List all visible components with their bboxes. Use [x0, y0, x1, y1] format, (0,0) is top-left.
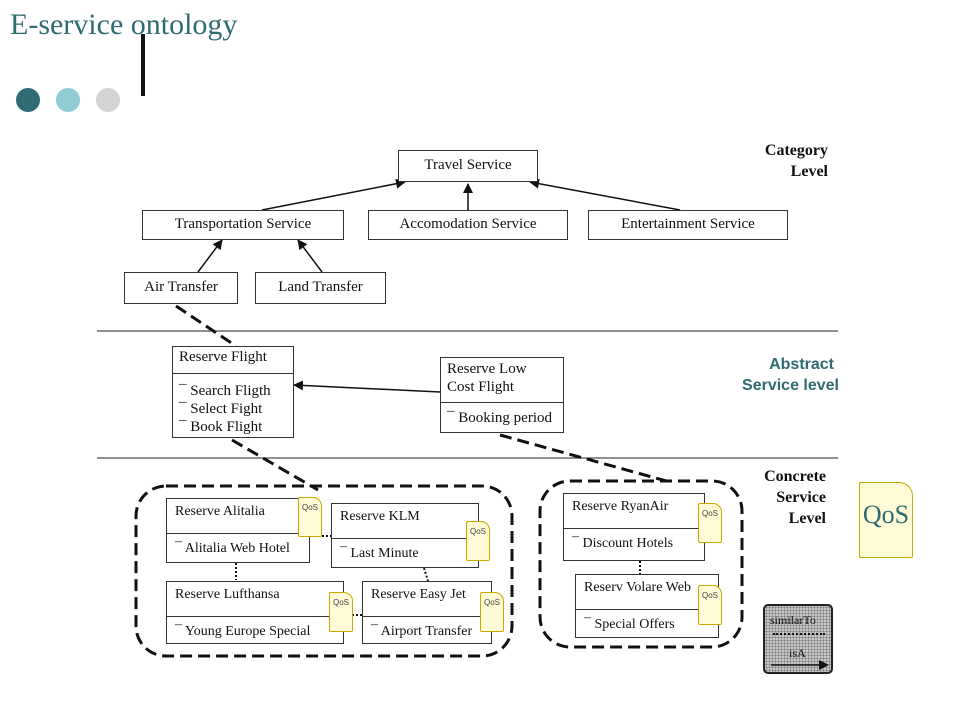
- node-reserve-klm: Reserve KLM ¯ Last Minute: [331, 503, 479, 568]
- isa-edge-land-transportation: [297, 239, 323, 273]
- category-level-label: Category Level: [764, 142, 828, 180]
- node-land-transfer: Land Transfer: [255, 272, 386, 304]
- legend-is-a: isA: [789, 646, 806, 660]
- node-reserve-low-cost-flight: Reserve Low Cost Flight ¯ Booking period: [440, 357, 564, 433]
- title-divider: [141, 34, 145, 96]
- node-reserve-flight: Reserve Flight ¯ Search Fligth ¯ Select …: [172, 346, 294, 438]
- similar-edge-klm-easyjet: [423, 567, 429, 582]
- node-reserve-easy-jet: Reserve Easy Jet ¯ Airport Transfer: [362, 581, 492, 644]
- node-entertainment-service: Entertainment Service: [588, 210, 788, 240]
- isa-edge-entertainment-travel: [529, 178, 681, 211]
- legend-similar-to: similarTo: [770, 613, 816, 627]
- reserve-flight-operations: ¯ Search Fligth ¯ Select Fight ¯ Book Fl…: [173, 373, 293, 437]
- qos-tag-volare: QoS: [698, 585, 722, 625]
- decor-dot-light: [56, 88, 80, 112]
- dashed-edge-reserveflight-group1: [231, 438, 319, 492]
- node-travel-service: Travel Service: [398, 150, 538, 182]
- decor-dot-grey: [96, 88, 120, 112]
- node-reserve-alitalia: Reserve Alitalia ¯ Alitalia Web Hotel: [166, 498, 310, 563]
- dashed-edge-lowcost-group2: [499, 433, 671, 484]
- node-reserve-lufthansa: Reserve Lufthansa ¯ Young Europe Special: [166, 581, 344, 644]
- concrete-group-left: [134, 484, 514, 658]
- qos-legend-tag: QoS: [859, 482, 913, 558]
- slide-title: E-service ontology: [10, 8, 238, 41]
- node-reserv-volare-web: Reserv Volare Web ¯ Special Offers: [575, 574, 719, 638]
- abstract-level-label: Abstract Service level: [742, 356, 839, 394]
- legend-isa-arrow: [771, 660, 829, 670]
- isa-edge-transportation-travel: [261, 178, 406, 211]
- qos-tag-ryanair: QoS: [698, 503, 722, 543]
- reserve-low-cost-operations: ¯ Booking period: [441, 402, 563, 429]
- concrete-level-label: Concrete Service Level: [764, 468, 826, 527]
- decor-dot-dark: [16, 88, 40, 112]
- qos-tag-lufthansa: QoS: [329, 592, 353, 632]
- concrete-group-right: [538, 479, 744, 649]
- node-air-transfer: Air Transfer: [124, 272, 238, 304]
- isa-edge-lowcost-reserveflight: [293, 380, 441, 393]
- qos-tag-klm: QoS: [466, 521, 490, 561]
- qos-tag-easyjet: QoS: [480, 592, 504, 632]
- relation-legend: similarTo isA: [763, 604, 833, 674]
- legend-similar-line: [773, 633, 825, 635]
- dashed-edge-air-reserveflight: [175, 304, 237, 348]
- qos-tag-alitalia: QoS: [298, 497, 322, 537]
- node-reserve-ryanair: Reserve RyanAir ¯ Discount Hotels: [563, 493, 705, 561]
- node-accomodation-service: Accomodation Service: [368, 210, 568, 240]
- isa-edge-air-transportation: [197, 239, 223, 273]
- node-transportation-service: Transportation Service: [142, 210, 344, 240]
